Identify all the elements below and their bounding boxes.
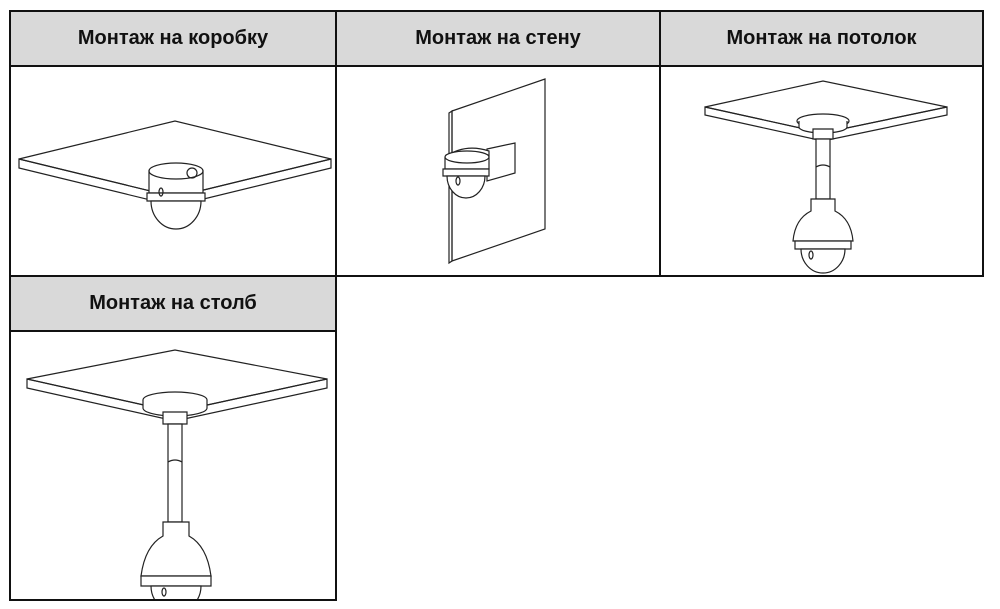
header-pole-mount: Монтаж на столб [9, 275, 337, 332]
header-label: Монтаж на коробку [77, 27, 269, 49]
wall-mount-illustration [335, 65, 661, 277]
header-ceiling-mount: Монтаж на потолок [659, 10, 984, 67]
header-wall-mount: Монтаж на стену [335, 10, 661, 67]
header-box-mount: Монтаж на коробку [9, 10, 337, 67]
pole-mount-camera-icon [26, 349, 328, 599]
ceiling-mount-illustration [659, 65, 984, 277]
ceiling-mount-camera-icon [704, 80, 948, 274]
box-mount-illustration [9, 65, 337, 277]
pole-mount-illustration [9, 330, 337, 601]
box-mount-camera-icon [18, 120, 332, 230]
header-label: Монтаж на стену [415, 27, 581, 49]
header-label: Монтаж на столб [89, 292, 257, 314]
header-label: Монтаж на потолок [726, 27, 917, 49]
wall-mount-camera-icon [442, 78, 546, 265]
